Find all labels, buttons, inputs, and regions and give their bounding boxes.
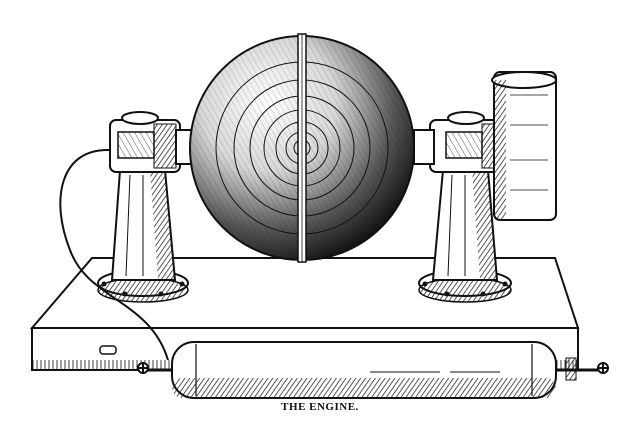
left-valve <box>137 362 172 374</box>
right-valve <box>556 357 609 381</box>
cylinder-tank <box>171 341 557 399</box>
pulley-wheel <box>491 71 557 221</box>
left-pedestal <box>97 111 197 303</box>
figure-caption: THE ENGINE. <box>281 401 359 413</box>
rotating-sphere <box>189 33 415 263</box>
wire <box>59 148 169 361</box>
right-pedestal <box>413 111 512 303</box>
